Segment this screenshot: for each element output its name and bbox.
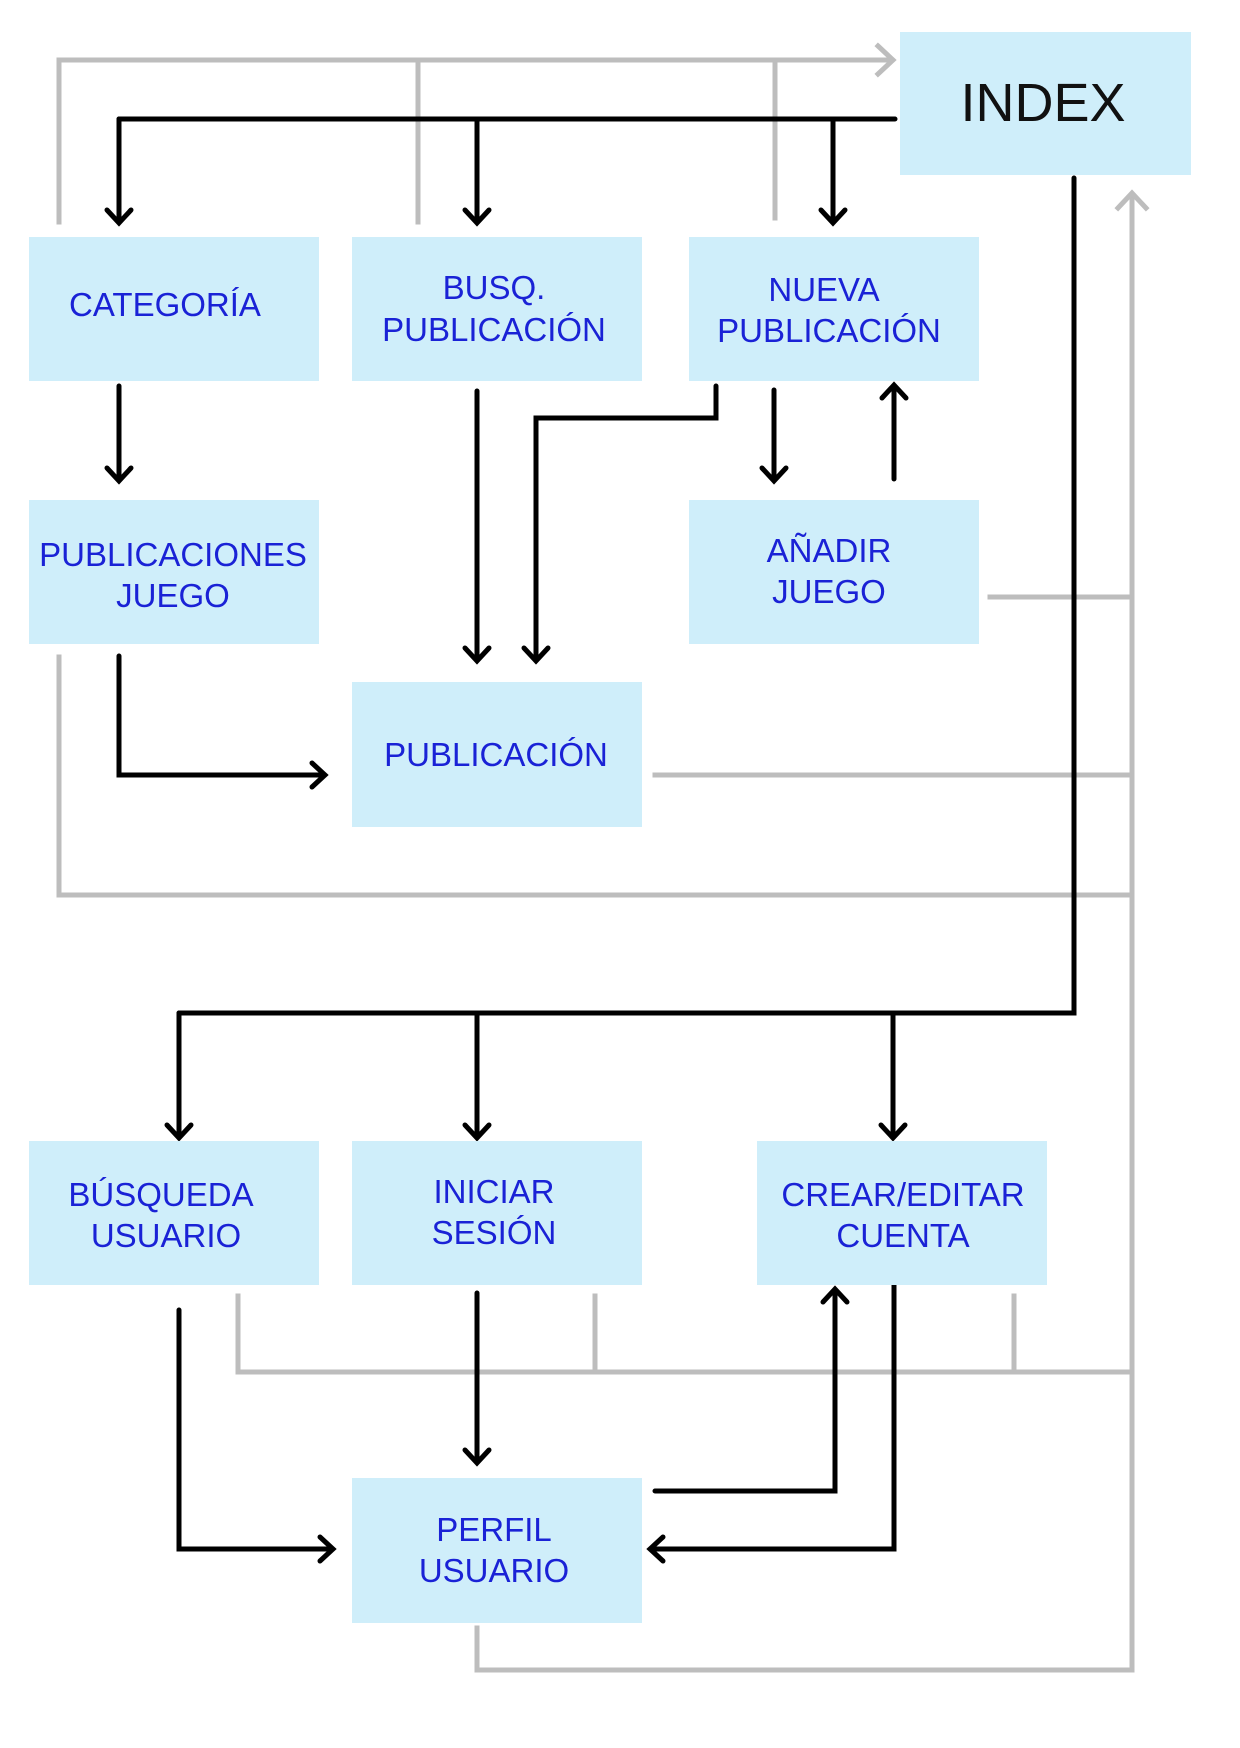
node-perfil-usuario: PERFIL USUARIO <box>352 1478 642 1623</box>
node-box <box>29 1141 319 1285</box>
node-label: PUBLICACIÓN <box>384 736 608 773</box>
nav-arrowhead <box>879 381 909 401</box>
node-busqueda-usuario: BÚSQUEDA USUARIO <box>29 1141 319 1285</box>
navigation-links <box>104 116 1077 1564</box>
node-box <box>352 1478 642 1623</box>
node-label: CREAR/EDITAR <box>781 1176 1024 1213</box>
return-link-user-bus <box>235 1293 1135 1375</box>
node-label: PUBLICACIÓN <box>382 311 606 348</box>
nav-arrowhead <box>818 207 848 227</box>
node-box <box>689 237 979 381</box>
nav-arrowhead <box>309 760 329 790</box>
node-label: CUENTA <box>836 1217 969 1254</box>
nav-arrowhead <box>462 645 492 665</box>
node-label: AÑADIR <box>767 532 892 569</box>
node-label: NUEVA <box>768 271 879 308</box>
node-box <box>757 1141 1047 1285</box>
nav-arrowhead <box>521 645 551 665</box>
node-label: INICIAR <box>433 1173 554 1210</box>
nav-arrowhead <box>317 1534 337 1564</box>
nav-arrowhead <box>646 1534 666 1564</box>
node-label: USUARIO <box>419 1552 569 1589</box>
node-label: PUBLICACIONES <box>39 536 307 573</box>
node-publicacion: PUBLICACIÓN <box>352 682 642 827</box>
node-label: JUEGO <box>772 573 886 610</box>
node-label: USUARIO <box>91 1217 241 1254</box>
nav-link-crear-editar-cuenta-to-perfil-usuario <box>648 1280 897 1552</box>
nav-arrowhead <box>462 1122 492 1142</box>
node-label: CATEGORÍA <box>69 286 261 323</box>
node-label: PERFIL <box>436 1511 552 1548</box>
node-label: BUSQ. <box>443 269 546 306</box>
node-label: JUEGO <box>116 577 230 614</box>
nav-link-publicaciones-juego-to-publicacion <box>116 653 327 778</box>
nav-arrowhead <box>462 207 492 227</box>
return-arrowhead-index-right <box>1114 189 1150 212</box>
nav-arrowhead <box>878 1122 908 1142</box>
node-label: INDEX <box>960 73 1125 133</box>
nav-link-perfil-usuario-to-crear-editar-cuenta <box>652 1287 838 1494</box>
nav-arrowhead <box>462 1447 492 1467</box>
node-index: INDEX <box>900 32 1191 175</box>
node-box <box>352 1141 642 1285</box>
node-box <box>352 237 642 381</box>
nav-arrowhead <box>104 207 134 227</box>
return-arrowhead-index-top <box>874 42 897 78</box>
return-link-publicaciones-juego <box>56 654 1135 898</box>
node-anadir-juego: AÑADIR JUEGO <box>689 500 979 644</box>
node-busq-publicacion: BUSQ. PUBLICACIÓN <box>352 237 642 381</box>
node-box <box>689 500 979 644</box>
nav-arrowhead <box>820 1285 850 1305</box>
node-crear-editar-cuenta: CREAR/EDITAR CUENTA <box>757 1141 1047 1285</box>
node-box <box>29 500 319 644</box>
nav-link-nueva-publicacion-to-publicacion <box>533 383 719 663</box>
return-link-top-bus <box>56 57 893 225</box>
return-link-perfil-usuario <box>474 1625 1135 1673</box>
nav-link-busqueda-usuario-to-perfil-usuario <box>176 1307 335 1552</box>
node-categoria: CATEGORÍA <box>29 237 319 381</box>
node-box <box>29 237 319 381</box>
node-box <box>900 32 1191 175</box>
node-publicaciones-juego: PUBLICACIONES JUEGO <box>29 500 319 644</box>
node-label: PUBLICACIÓN <box>717 312 941 349</box>
nav-arrowhead <box>104 465 134 485</box>
node-iniciar-sesion: INICIAR SESIÓN <box>352 1141 642 1285</box>
node-label: BÚSQUEDA <box>68 1176 253 1213</box>
node-box <box>352 682 642 827</box>
nav-arrowhead <box>164 1122 194 1142</box>
nav-arrowhead <box>759 465 789 485</box>
node-nueva-publicacion: NUEVA PUBLICACIÓN <box>689 237 979 381</box>
node-label: SESIÓN <box>432 1214 557 1251</box>
